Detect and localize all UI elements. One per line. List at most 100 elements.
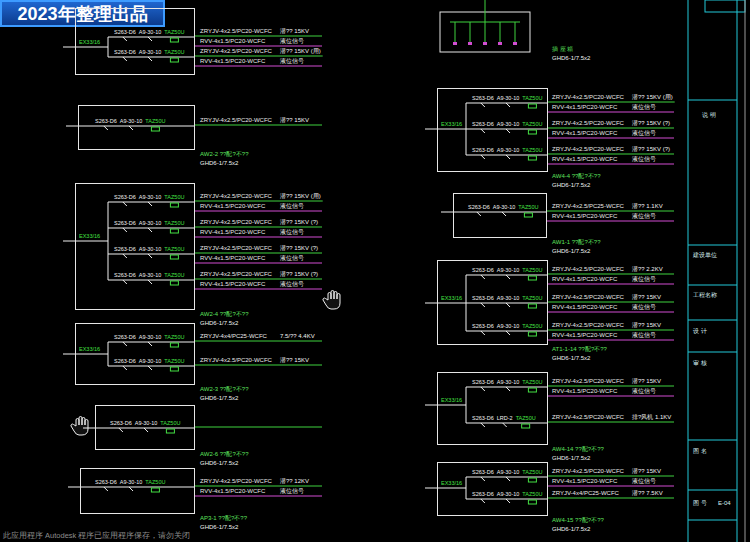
signal-cable-label: RVV-4x1.5/PC20-WCFC [200,229,265,236]
breaker-label: A9-30-10 [139,246,162,253]
cable-tag: GHD6-1/7.5x2 [552,355,590,362]
signal-cable-label: RVV-4x1.5/PC20-WCFC [552,104,617,111]
breaker-label: A9-30-10 [493,204,516,211]
signal-cable-label: RVV-4x1.5/PC20-WCFC [200,38,265,45]
signal-name: 液位信号 [632,213,656,220]
load-label: 潜?? 15KV (用) [280,48,321,55]
signal-cable [548,312,674,313]
load-label: 潜?? 15KV (?) [632,120,670,127]
relay-label: TAZ50U [164,29,184,36]
breaker-symbol [481,129,485,133]
power-cable [195,253,322,254]
power-cable [195,56,323,57]
signal-cable-label: RVV-4x1.5/PC20-WCFC [200,281,265,288]
signal-cable-label: RVV-4x1.5/PC20-WCFC [200,488,265,495]
relay-label: TAZ50U [164,194,184,201]
breaker-symbol [123,254,127,258]
relay-label: TAZ50U [164,272,184,279]
load-label: 潜?? 15KV [280,117,309,124]
breaker-symbol [506,499,510,503]
distribution-panel: S263-D6A9-30-10TAZ50U [78,105,195,150]
title-block-text: 建设单位 [693,252,717,259]
distribution-panel: EX33/16S263-D6A9-30-10TAZ50US263-D6A9-30… [75,323,195,385]
load-label: 潜?? 15KV (?) [280,271,318,278]
branch-wire [515,22,516,42]
signal-name: 液位信号 [632,104,656,111]
power-cable [195,279,322,280]
cable-tag: GHD6-1/7.5x2 [552,455,590,462]
cable-label: ZRYJV-4x2.5/PC20-WCFC [552,146,624,153]
relay-symbol [170,343,178,347]
breaker-symbol [481,387,485,391]
breaker-label: A9-30-10 [135,420,158,427]
title-block-text: 工程名称 [693,292,717,299]
breaker-symbol [481,275,485,279]
signal-name: 液位信号 [280,255,304,262]
relay-symbol [170,367,178,371]
distribution-panel: S263-D6A9-30-10TAZ50U [95,405,195,450]
signal-cable-label: RVV-4x1.5/PC20-WCFC [552,276,617,283]
load-label: 潜?? 15KV (?) [632,146,670,153]
terminal-mark [513,42,517,45]
relay-label: TAZ50U [522,379,542,386]
breaker-symbol [148,280,152,284]
relay-symbol [528,478,536,482]
title-block-line [688,285,737,286]
breaker-label: A9-30-10 [497,469,520,476]
breaker-label: A9-30-10 [139,358,162,365]
power-cable [195,227,322,228]
breaker-label: S263-D6 [114,358,136,365]
incoming-wire [425,488,466,489]
incoming-wire [63,354,108,355]
signal-cable-label: RVV-4x1.5/PC20-WCFC [200,255,265,262]
breaker-symbol [506,303,510,307]
breaker-symbol [506,387,510,391]
signal-cable [548,396,674,397]
relay-symbol [524,213,532,217]
cable-tag: GHD6-1/7.5x2 [552,55,590,62]
breaker-label: S263-D6 [472,491,494,498]
title-block-line [688,352,737,353]
breaker-label: A9-30-10 [497,147,520,154]
cable-tag: GHD6-1/7.5x2 [552,248,590,255]
signal-cable-label: RVV-4x1.5/PC20-WCFC [552,304,617,311]
terminal-mark [468,42,472,45]
panel-id: EX33/16 [79,233,100,240]
relay-symbol [528,332,536,336]
distribution-panel: S263-D6A9-30-10TAZ50U [80,468,195,514]
cable-label: ZRYJV-4x4/PC25-WCFC [200,333,267,340]
load-label: 潜?? 15KV [632,322,661,329]
bus-wire [108,342,109,366]
distribution-panel: EX33/16S263-D6A9-30-10TAZ50US263-D6A9-30… [437,88,548,172]
relay-label: TAZ50U [522,95,542,102]
relay-symbol [528,500,536,504]
relay-label: TAZ50U [145,118,165,125]
breaker-symbol [104,487,108,491]
bus-wire [108,37,109,57]
signal-cable [548,112,674,113]
power-cable [548,476,674,477]
breaker-symbol [481,103,485,107]
relay-label: TAZ50U [516,415,536,422]
signal-name: 液位信号 [632,332,656,339]
breaker-label: A9-30-10 [497,379,520,386]
distribution-panel: EX33/16S263-D6A9-30-10TAZ50US263-D6A9-30… [437,462,548,516]
breaker-label: S263-D6 [114,49,136,56]
panel-tag: AW2-6 ??配?不?? [200,451,248,458]
power-cable [195,36,322,37]
power-cable [195,427,322,428]
breaker-symbol [148,366,152,370]
relay-label: TAZ50U [160,420,180,427]
breaker-label: A9-30-10 [139,334,162,341]
relay-label: TAZ50U [522,147,542,154]
breaker-symbol [123,57,127,61]
branch-wire [500,22,501,42]
relay-label: TAZ50U [522,295,542,302]
title-block-text: E-04 [718,500,731,507]
breaker-label: S263-D6 [114,272,136,279]
breaker-label: A9-30-10 [120,118,143,125]
cable-tag: GHD6-1/7.5x2 [200,320,238,327]
signal-name: 液位信号 [632,388,656,395]
power-cable [548,330,674,331]
power-cable [195,486,322,487]
